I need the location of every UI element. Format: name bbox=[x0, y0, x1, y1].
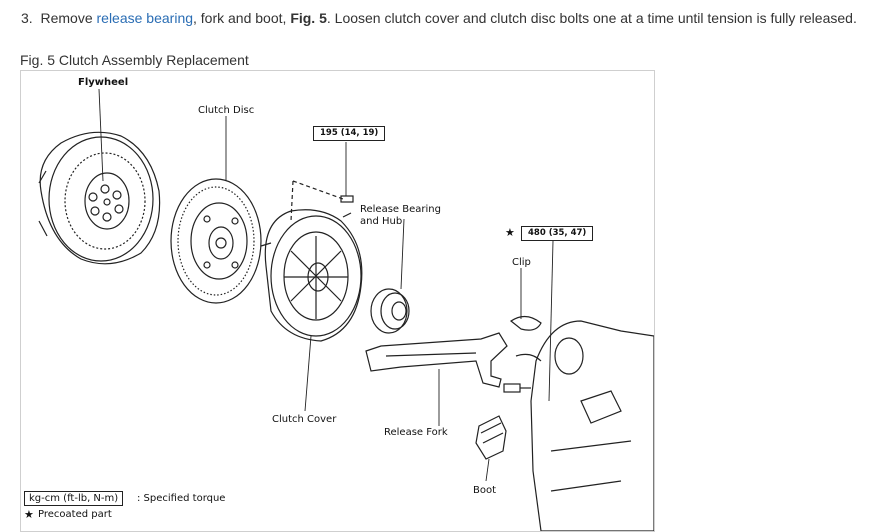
step-middle: , fork and boot, bbox=[193, 10, 287, 26]
step-prefix: Remove bbox=[40, 10, 93, 26]
label-release-fork: Release Fork bbox=[384, 427, 448, 438]
release-fork-drawing bbox=[365, 332, 508, 388]
star-icon: ★ bbox=[505, 227, 515, 239]
clutch-assembly-figure: Flywheel Clutch Disc 195 (14, 19) Releas… bbox=[20, 70, 655, 532]
label-release-bearing: Release Bearing bbox=[360, 204, 441, 215]
figure-reference: Fig. 5 bbox=[290, 10, 327, 26]
boot-drawing bbox=[475, 415, 507, 460]
legend-star-icon: ★ bbox=[24, 509, 34, 521]
label-clip: Clip bbox=[512, 257, 531, 268]
label-and-hub: and Hub bbox=[360, 216, 403, 227]
label-clutch-disc: Clutch Disc bbox=[198, 105, 255, 116]
step-instruction: 3. Remove release bearing, fork and boot… bbox=[21, 9, 857, 27]
label-boot: Boot bbox=[473, 485, 497, 496]
step-suffix: . Loosen clutch cover and clutch disc bo… bbox=[326, 10, 857, 26]
legend-precoated: Precoated part bbox=[38, 509, 112, 520]
figure-caption: Fig. 5 Clutch Assembly Replacement bbox=[20, 52, 249, 68]
release-bearing-drawing bbox=[370, 288, 410, 334]
transmission-drawing bbox=[530, 320, 654, 531]
label-flywheel: Flywheel bbox=[78, 77, 129, 88]
leader-lines bbox=[98, 88, 554, 482]
torque-box-480: 480 (35, 47) bbox=[521, 226, 594, 241]
clip-drawing bbox=[509, 315, 542, 362]
step-number: 3. bbox=[21, 10, 33, 26]
bolt-drawing bbox=[290, 180, 354, 222]
legend-unit-box: kg-cm (ft-lb, N-m) bbox=[24, 491, 124, 506]
clutch-cover-drawing bbox=[260, 209, 363, 342]
torque-box-195: 195 (14, 19) bbox=[313, 126, 386, 141]
flywheel-drawing bbox=[38, 131, 161, 265]
legend-unit-desc: : Specified torque bbox=[137, 493, 226, 504]
pivot-drawing bbox=[503, 383, 531, 393]
clutch-disc-drawing bbox=[170, 178, 262, 304]
clutch-diagram bbox=[38, 88, 654, 531]
release-bearing-link[interactable]: release bearing bbox=[96, 10, 194, 26]
label-clutch-cover: Clutch Cover bbox=[272, 414, 337, 425]
